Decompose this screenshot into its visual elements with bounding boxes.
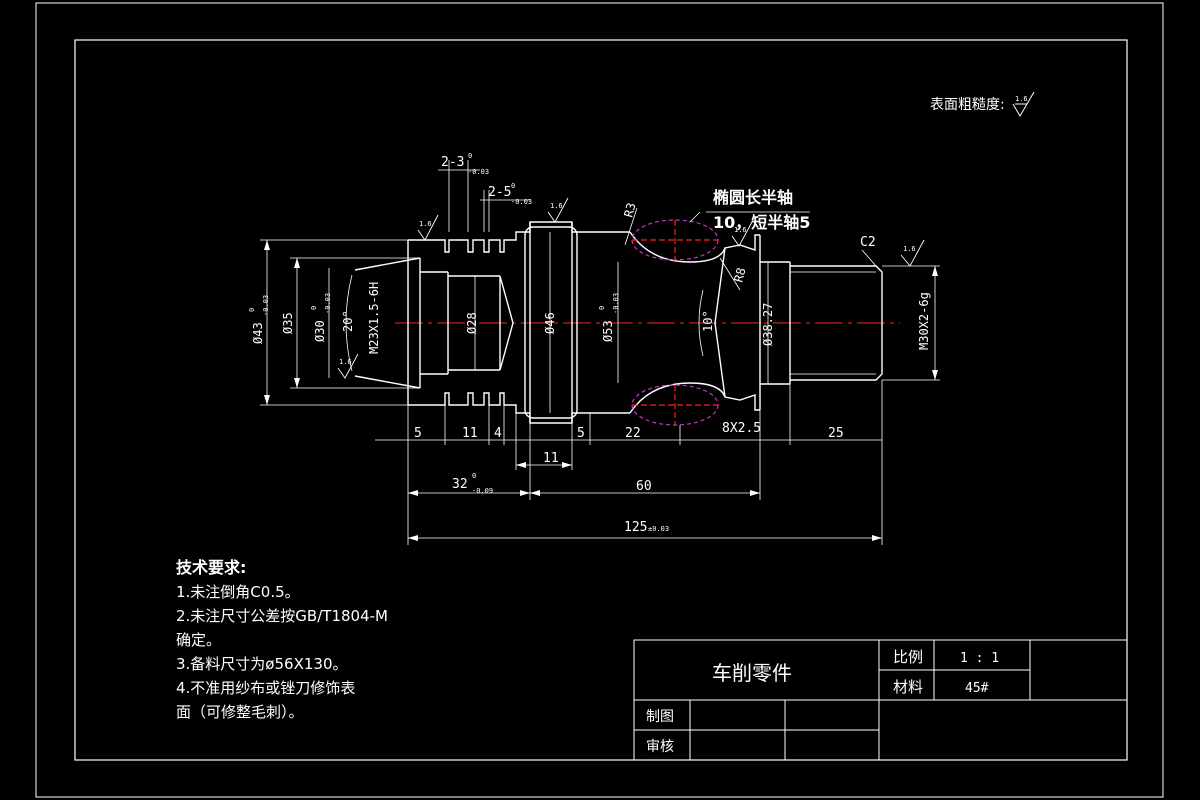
tech-req-line6: 面（可修整毛刺）。: [176, 703, 304, 721]
scale-label: 比例: [893, 648, 923, 666]
roughness-d-value: 1.6: [903, 245, 916, 253]
dim-len32-tol-lower: -0.09: [472, 487, 493, 495]
dim-groove2-tol-upper: 0: [511, 182, 515, 190]
dim-len11b: 11: [543, 451, 559, 466]
roughness-symbol-icon: [1012, 91, 1035, 117]
roughness-d-icon: [900, 239, 925, 267]
tech-req-line4: 3.备料尺寸为ø56X130。: [176, 655, 348, 673]
dim-d30: Ø30: [313, 320, 327, 342]
left-end-section: [408, 221, 630, 253]
technical-requirements: 技术要求: 1.未注倒角C0.5。 2.未注尺寸公差按GB/T1804-M 确定…: [176, 556, 436, 724]
left-end-section-bottom: [408, 392, 630, 424]
drawing-frames: [35, 2, 1164, 798]
ellipse-grooves: [631, 219, 719, 426]
annotation-labels: 椭圆长半轴 10，短半轴5 C2: [713, 188, 876, 250]
chamfer-c2: C2: [860, 235, 876, 250]
horizontal-dimension-texts: 5 11 4 5 22 8X2.5 25 11 32 0 -0.09 60 12…: [414, 421, 844, 535]
checked-label: 审核: [646, 739, 674, 755]
roughness-note-label: 表面粗糙度:: [930, 97, 1005, 113]
roughness-c-value: 1.6: [734, 226, 747, 234]
dim-d38: Ø38.27: [761, 303, 775, 346]
tech-req-line1: 1.未注倒角C0.5。: [176, 583, 300, 601]
dim-len5a: 5: [414, 426, 422, 441]
dim-len125: 125: [624, 520, 647, 535]
dim-len22: 22: [625, 426, 641, 441]
tech-req-title: 技术要求:: [176, 558, 247, 577]
drawn-label: 制图: [646, 709, 674, 725]
dim-d43-tol-upper: 0: [248, 308, 256, 312]
dim-d43: Ø43: [251, 322, 265, 344]
dim-len32: 32: [452, 477, 468, 492]
dim-angle20: 20°: [341, 310, 355, 332]
dim-d28: Ø28: [465, 312, 479, 334]
dim-len125-tol: ±0.03: [648, 525, 669, 533]
title-block-texts: 车削零件 比例 1 : 1 材料 45# 制图 审核: [646, 648, 999, 755]
arrowheads: [264, 240, 938, 541]
dim-d53: Ø53: [601, 320, 615, 342]
roughness-note-value: 1.6: [1015, 95, 1028, 103]
dim-d35: Ø35: [281, 312, 295, 334]
dim-len60: 60: [636, 479, 652, 494]
roughness-a-icon: [417, 214, 439, 241]
roughness-note: 表面粗糙度: 1.6: [930, 91, 1035, 117]
ellipse-label-1: 椭圆长半轴: [713, 188, 793, 207]
dim-d30-tol-lower: -0.03: [324, 293, 332, 314]
tech-req-line5: 4.不准用纱布或锉刀修饰表: [176, 679, 356, 697]
roughness-values: 1.6 1.6 1.6 1.6 1.6: [339, 202, 916, 366]
dim-len8x25: 8X2.5: [722, 421, 761, 436]
roughness-e-icon: [337, 353, 359, 379]
tech-req-line2: 2.未注尺寸公差按GB/T1804-M: [176, 607, 388, 625]
outer-frame: [35, 2, 1164, 798]
dim-len32-tol-upper: 0: [472, 472, 476, 480]
dim-len25: 25: [828, 426, 844, 441]
groove-dimension-texts: 2-3 0 -0.03 2-5 0 -0.03: [441, 152, 532, 206]
material-label: 材料: [893, 678, 923, 696]
part-outline: [354, 221, 883, 424]
ellipse-label-2: 10，短半轴5: [713, 213, 810, 232]
roughness-symbols: [337, 197, 925, 379]
dim-groove1: 2-3: [441, 155, 464, 170]
dim-r8: R8: [731, 266, 748, 284]
material-value: 45#: [965, 681, 989, 696]
vertical-dimension-texts: Ø43 0 -0.03 Ø35 Ø30 0 -0.03 20° M23X1.5-…: [248, 201, 931, 354]
dim-thread-m30: M30X2-6g: [917, 292, 931, 350]
dim-d43-tol-lower: -0.03: [262, 295, 270, 316]
dim-d53-tol-lower: -0.03: [612, 293, 620, 314]
dim-groove2-tol-lower: -0.03: [511, 198, 532, 206]
inner-frame: [74, 39, 1128, 761]
roughness-e-value: 1.6: [339, 358, 352, 366]
part-name: 车削零件: [712, 661, 792, 685]
dim-thread-m23: M23X1.5-6H: [367, 282, 381, 354]
dim-groove2: 2-5: [488, 185, 511, 200]
dim-d46: Ø46: [543, 312, 557, 334]
dim-groove1-tol-upper: 0: [468, 152, 472, 160]
dim-angle10: 10°: [701, 310, 715, 332]
roughness-b-icon: [547, 197, 569, 223]
roughness-a-value: 1.6: [419, 220, 432, 228]
dim-d30-tol-upper: 0: [310, 306, 318, 310]
roughness-c-icon: [731, 221, 753, 247]
scale-value: 1 : 1: [960, 651, 999, 666]
dim-r3: R3: [621, 201, 638, 219]
title-block: [633, 639, 1128, 761]
dim-len4: 4: [494, 426, 502, 441]
dim-d53-tol-upper: 0: [598, 306, 606, 310]
tech-req-line3: 确定。: [176, 631, 222, 649]
dim-len11a: 11: [462, 426, 478, 441]
dim-len5b: 5: [577, 426, 585, 441]
roughness-b-value: 1.6: [550, 202, 563, 210]
dim-groove1-tol-lower: -0.03: [468, 168, 489, 176]
dimension-lines: [260, 160, 940, 545]
